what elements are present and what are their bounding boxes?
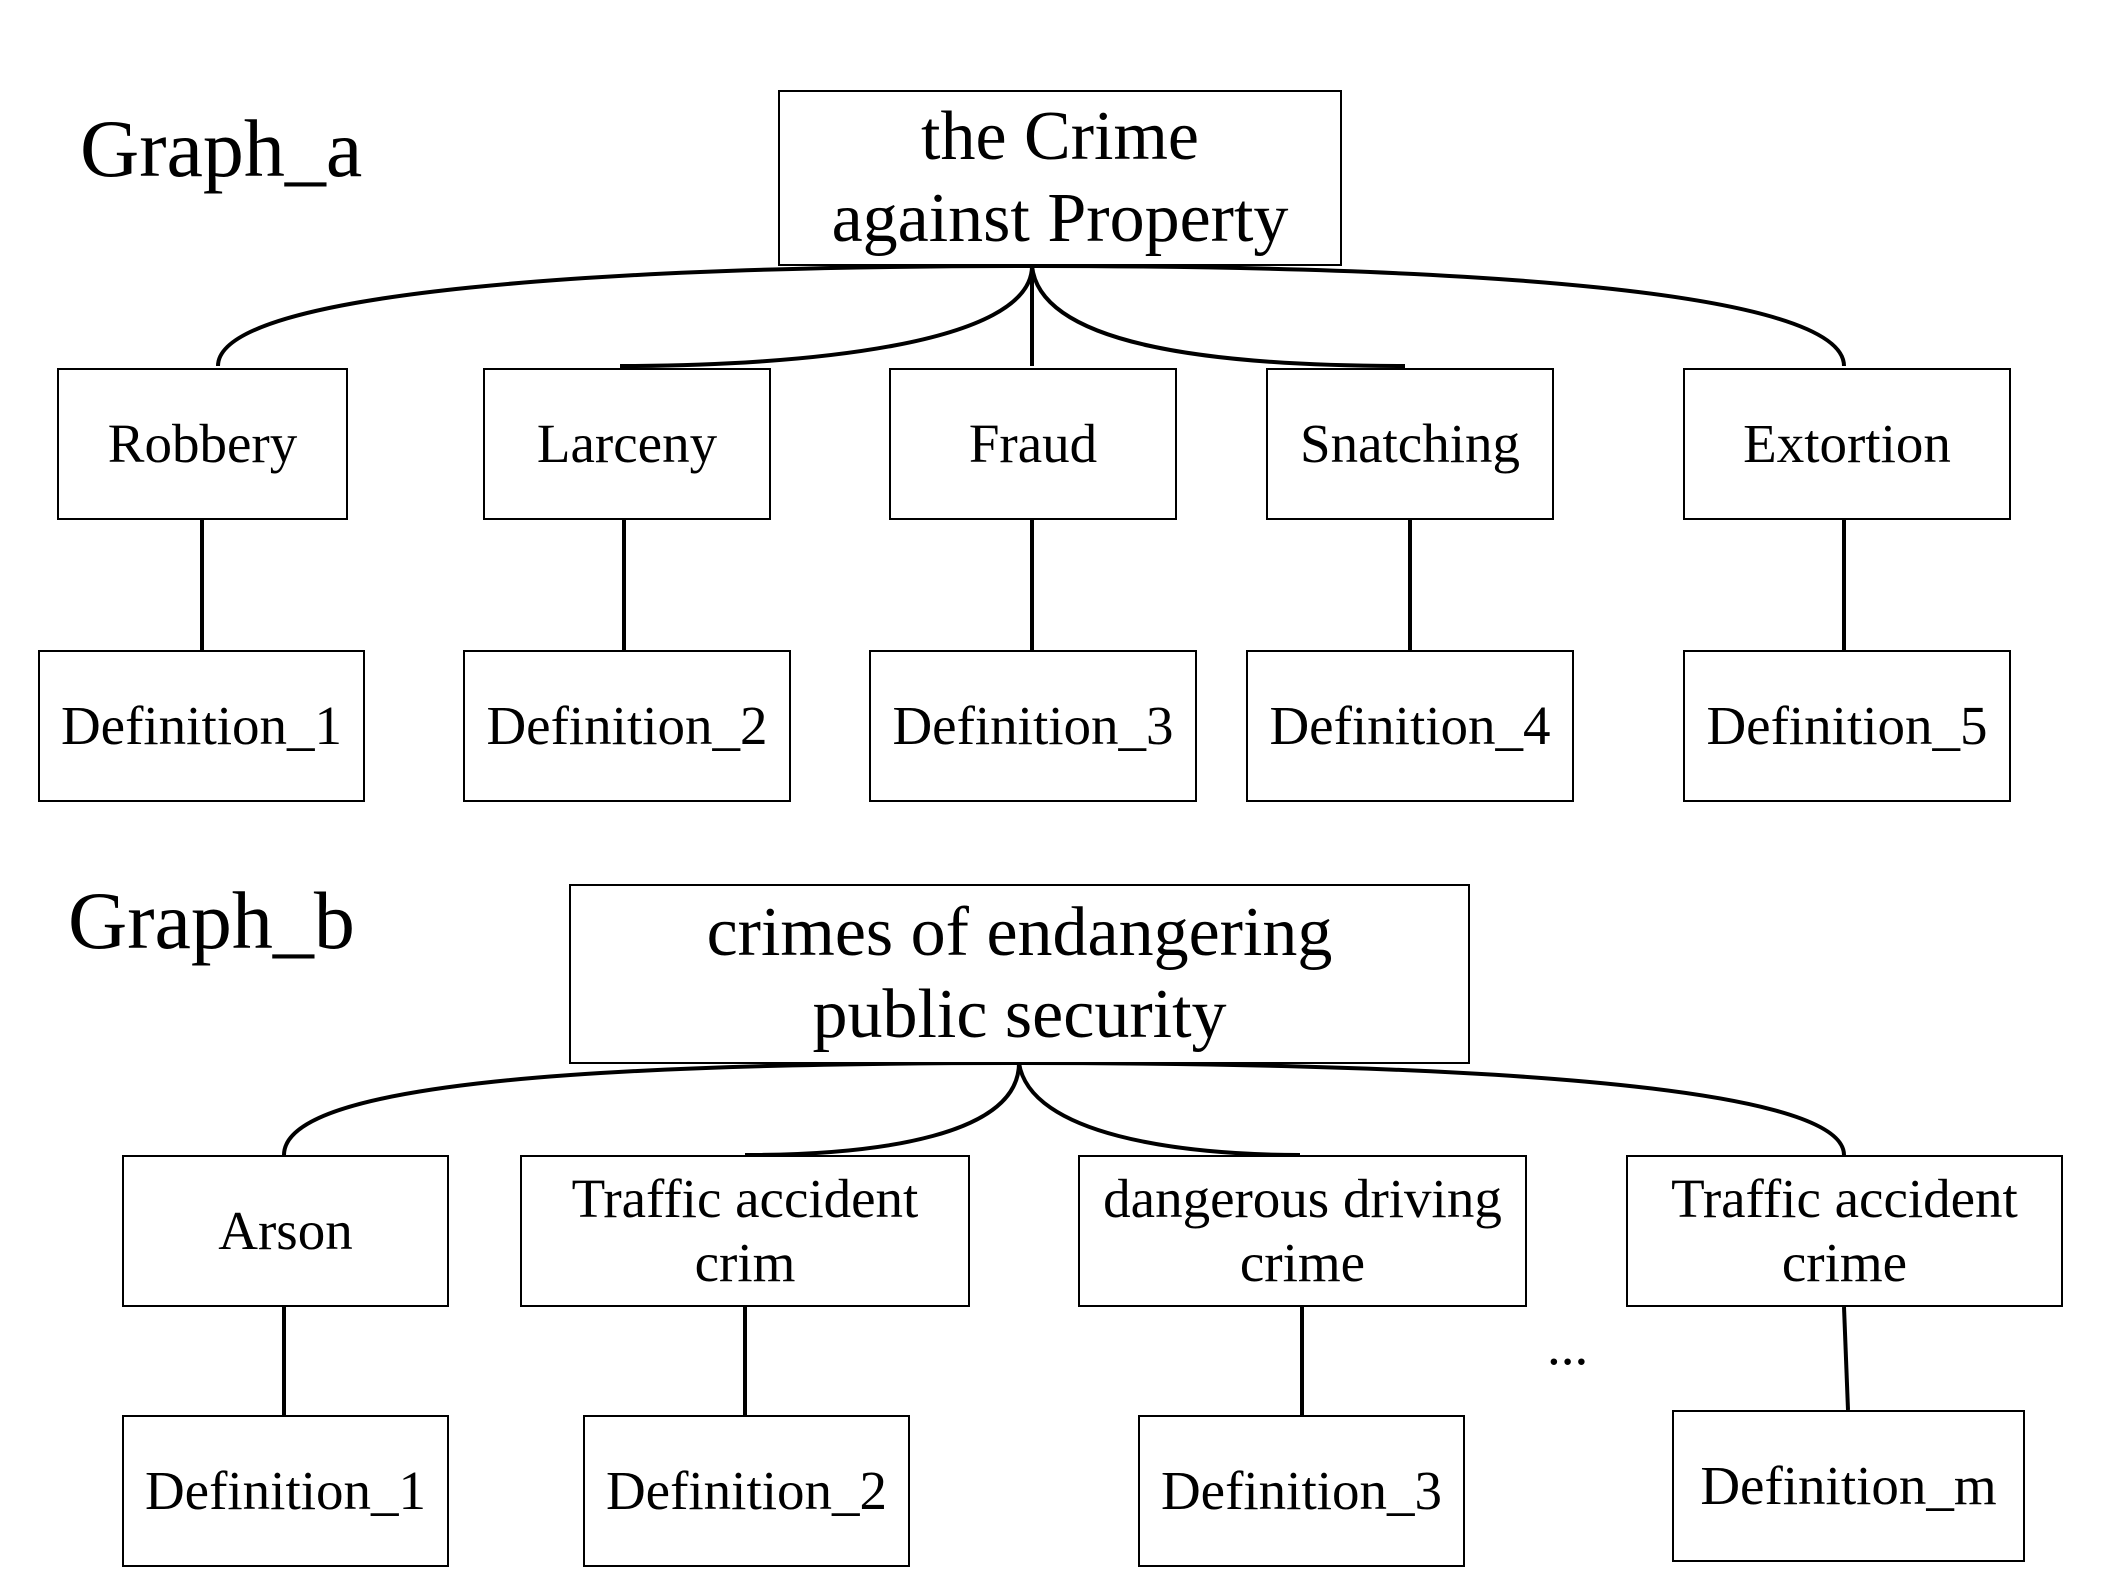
graph-a-child-fraud: Fraud [889,368,1177,520]
graph-b-child-3-line1: dangerous driving [1103,1168,1502,1230]
edge-a-root-robbery [216,264,1033,367]
graph-a-child-larceny: Larceny [483,368,771,520]
graph-b-root-line1: crimes of endangering [706,894,1333,972]
graph-b-child-3-line2: crime [1239,1232,1366,1293]
graph-a-root-line1: the Crime [921,98,1199,176]
graph-b-child-4-line2: crime [1781,1232,1908,1293]
graph-b-child-2-line2: crim [694,1232,796,1293]
graph-b-child-arson-label: Arson [218,1200,353,1262]
edge-a-root-extortion [1031,264,1846,367]
graph-b-child-4-line1: Traffic accident [1671,1168,2018,1230]
graph-a-child-snatching: Snatching [1266,368,1554,520]
edge-a-root-larceny [619,265,1034,368]
graph-a-root-line2: against Property [831,180,1289,257]
graph-b-child-traffic-accident-crim: Traffic accident crim [520,1155,970,1307]
graph-a-definition-5: Definition_5 [1683,650,2011,802]
graph-b-root-line2: public security [812,976,1227,1053]
graph-a-root-node: the Crime against Property [778,90,1342,266]
graph-a-definition-1: Definition_1 [38,650,365,802]
edge-b-root-traffic [744,1062,1021,1157]
graph-b-root-node: crimes of endangering public security [569,884,1470,1064]
graph-b-child-arson: Arson [122,1155,449,1307]
graph-b-definition-2: Definition_2 [583,1415,910,1567]
graph-b-ellipsis: ... [1547,1315,1589,1376]
graph-b-definition-1: Definition_1 [122,1415,449,1567]
edge-b-root-dangerous [1017,1062,1301,1157]
graph-a-child-robbery: Robbery [57,368,348,520]
edge-b-root-arson [282,1061,1020,1156]
graph-b-child-2-line1: Traffic accident [571,1168,919,1230]
graph-a-definition-3: Definition_3 [869,650,1197,802]
graph-b-definition-3: Definition_3 [1138,1415,1465,1567]
graph-a-label: Graph_a [80,103,363,194]
graph-a-child-extortion: Extortion [1683,368,2011,520]
graph-b-definition-m: Definition_m [1672,1410,2025,1562]
edge-a-root-snatching [1030,265,1406,368]
graph-a-definition-2: Definition_2 [463,650,791,802]
graph-b-child-traffic-accident-crime: Traffic accident crime [1626,1155,2063,1307]
graph-b-label: Graph_b [68,875,355,966]
graph-b-child-dangerous-driving-crime: dangerous driving crime [1078,1155,1527,1307]
edge-b-traffic-crime-def [1842,1306,1850,1411]
edge-b-root-traffic-crime [1018,1061,1846,1156]
graph-a-definition-4: Definition_4 [1246,650,1574,802]
